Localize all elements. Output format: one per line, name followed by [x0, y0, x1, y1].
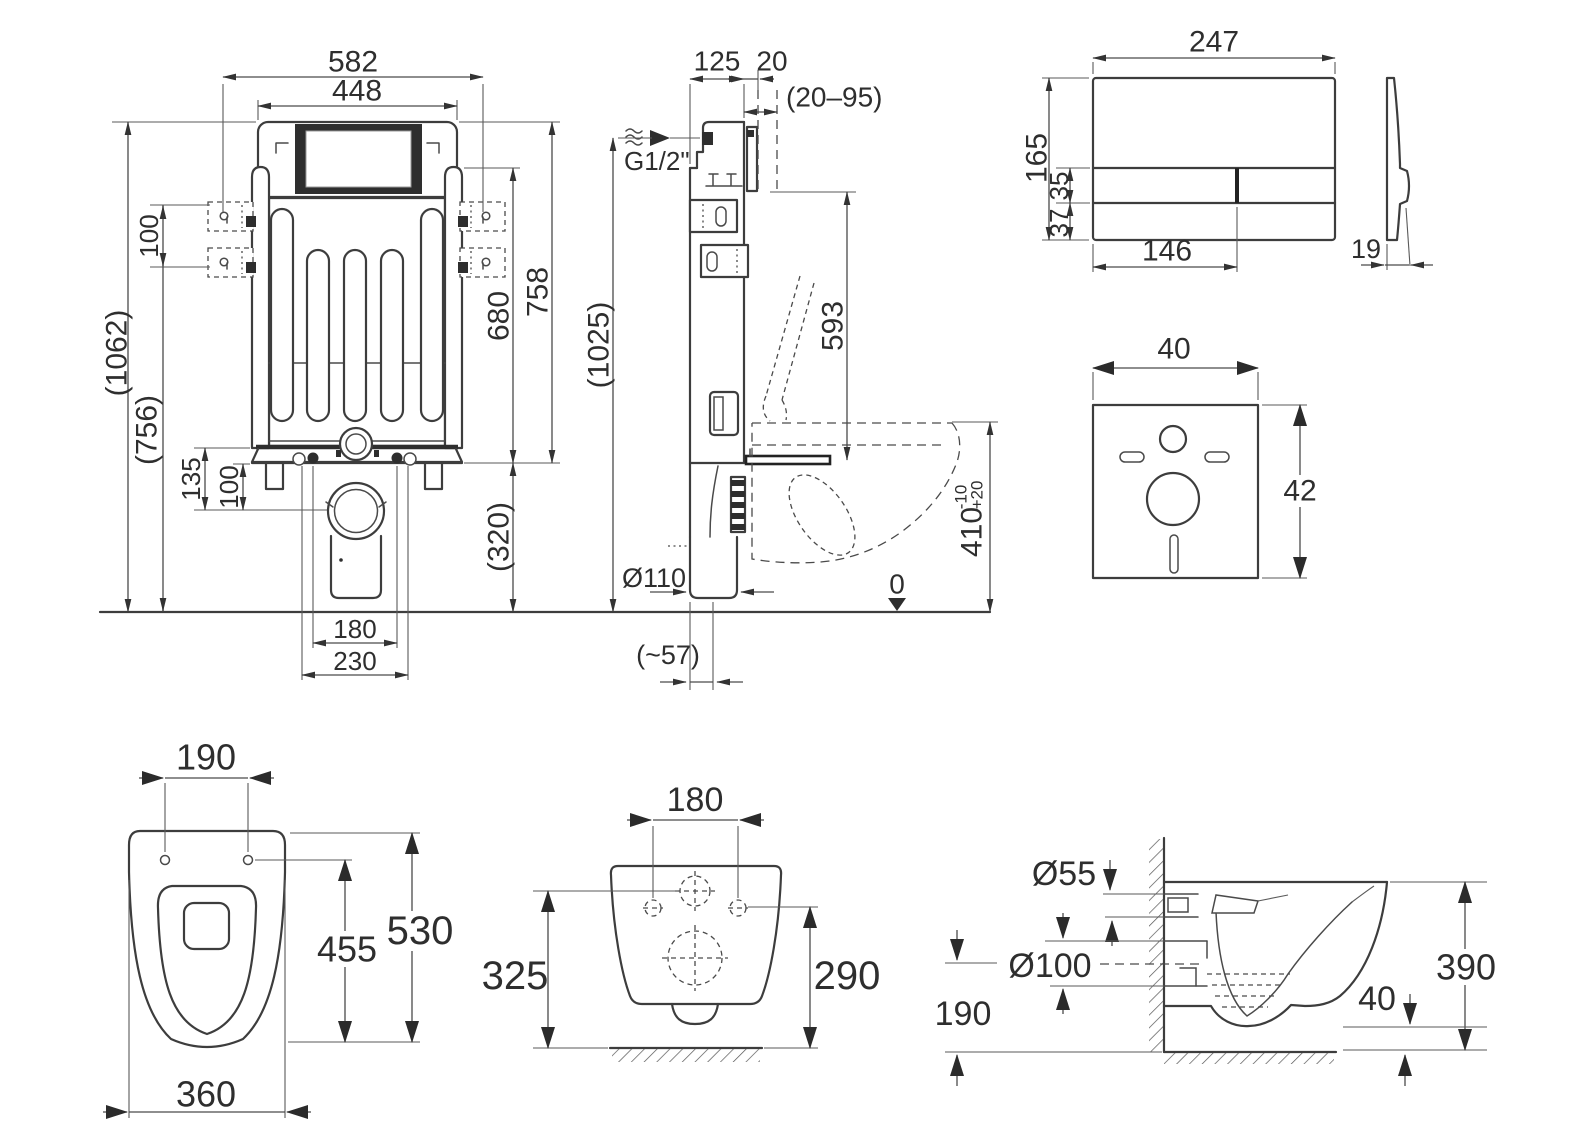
sound-pad-view: 40 42: [1091, 333, 1323, 580]
wc-shell-outline: [1162, 880, 1389, 1028]
drain-elbow: [326, 481, 386, 541]
dim-plate-height: 165: [1021, 133, 1054, 183]
rail-left: [250, 165, 271, 450]
dim-drain-offset: (~57): [636, 640, 700, 670]
wc-side-dimensions: Ø55 Ø100 190 390 40: [935, 855, 1496, 1086]
wc-support-shelf: [744, 454, 832, 466]
drain-hole-dashed: [667, 930, 723, 986]
wall-hatch: [1149, 839, 1164, 1052]
label-floor-zero: 0: [889, 569, 905, 600]
dim-frame-depth: 125: [694, 46, 741, 77]
rail-right: [443, 165, 464, 450]
frame-front-dimensions: 582 448 (1062) 100 (756) 135 100 680 758…: [101, 46, 560, 680]
dim-plate-depth: 19: [1351, 234, 1381, 264]
dim-tank-height: 758: [522, 267, 555, 317]
dim-bowl-width: 360: [176, 1074, 236, 1115]
bowl-inner-rim: [156, 884, 258, 1036]
flush-nozzle: [1211, 894, 1259, 914]
dim-drain-diameter: Ø110: [622, 563, 686, 593]
dim-seat-height: 593: [817, 301, 850, 351]
dim-rim-height-wc: 390: [1436, 947, 1496, 988]
frame-side-dimensions: 125 20 (20–95) G1/2" (1025) 593 410 +20 …: [583, 46, 998, 690]
dim-flush-pipe-diameter: Ø55: [1032, 855, 1096, 893]
inlet-valve: [702, 132, 713, 145]
dim-tank-width: 448: [332, 75, 382, 108]
bolt-right: [391, 452, 403, 464]
dim-pad-height: 42: [1283, 475, 1316, 508]
wc-side-view: Ø55 Ø100 190 390 40: [935, 836, 1496, 1086]
flush-plate-profile: [1385, 76, 1411, 242]
front-plate: [745, 125, 759, 193]
dim-plate-width: 247: [1189, 26, 1239, 59]
floor-zero-marker-icon: [888, 598, 906, 611]
wall-brackets: [207, 201, 506, 278]
dim-fixing-height: 290: [814, 954, 881, 998]
wc-rear-dimensions: 180 325 290: [482, 781, 881, 1049]
flush-plate-view: 247 165 35 37 146 19: [1021, 26, 1433, 272]
dim-hole-gap: 190: [176, 737, 236, 778]
clip-right-icon: [426, 142, 440, 154]
dim-135: 135: [176, 457, 206, 500]
seat-hole-right: [242, 854, 254, 866]
bolt-left: [307, 452, 319, 464]
wc-silhouette-dashed: [751, 275, 961, 564]
dim-floor-height: (320): [483, 502, 516, 572]
flush-opening: [182, 901, 231, 951]
flush-pipe-stub: [1167, 897, 1189, 913]
dim-rim-height: 410: [956, 507, 989, 557]
label-inlet-thread: G1/2": [624, 146, 690, 176]
dim-rim-tol-minus: -10: [952, 485, 971, 510]
frame-front-view: 582 448 (1062) 100 (756) 135 100 680 758…: [101, 46, 560, 680]
drain-bottle: [329, 534, 383, 600]
flush-pipe-connection: [338, 426, 374, 462]
wc-rear-outline: [609, 864, 783, 1006]
dim-total-length: 530: [387, 909, 454, 953]
frame-side-view: 125 20 (20–95) G1/2" (1025) 593 410 +20 …: [583, 46, 998, 690]
dim-clearance: 40: [1358, 980, 1396, 1018]
wc-bowl-outline: [127, 829, 287, 1049]
dim-drain-height: 190: [935, 995, 992, 1033]
drain-pipe-stub: [1179, 967, 1197, 987]
dim-side-total-height: (1025): [583, 302, 616, 389]
flush-plate-dimensions: 247 165 35 37 146: [1021, 26, 1336, 272]
water-supply-icon: [625, 128, 643, 146]
wc-top-dimensions: 190 455 530 360: [103, 737, 453, 1119]
dim-rail-height: 680: [483, 291, 516, 341]
bowl-inner-line: [1215, 901, 1353, 1017]
dim-100-bottom: 100: [214, 465, 244, 508]
dim-bottom-height: 37: [1044, 209, 1074, 238]
dim-bracket-height: (756): [131, 395, 164, 465]
dim-bracket-gap: 100: [134, 214, 164, 257]
drain-bottle-side: [688, 535, 739, 600]
water-inlet-arrow-icon: [650, 130, 670, 146]
floor-hatch: [612, 1049, 760, 1062]
seat-hole-left: [159, 854, 171, 866]
dim-button-width: 146: [1142, 235, 1192, 268]
dim-plate-offset: 20: [756, 46, 787, 77]
wc-top-view: 190 455 530 360: [103, 737, 453, 1119]
dim-drain-pipe-diameter: Ø100: [1008, 947, 1091, 985]
dim-pad-width: 40: [1157, 333, 1190, 366]
drain-outlet-tab: [670, 1002, 720, 1026]
dim-bolt-spacing: 180: [333, 614, 376, 644]
dim-flush-height: 325: [482, 954, 549, 998]
dim-outer-bolt-spacing: 230: [333, 646, 376, 676]
dim-frame-width: 582: [328, 46, 378, 79]
dim-button-height: 35: [1044, 172, 1074, 201]
dim-bowl-length: 455: [317, 929, 377, 970]
dim-total-height: (1062): [101, 310, 134, 397]
wc-rear-view: 180 325 290: [482, 781, 881, 1062]
flush-plate: [1091, 76, 1337, 242]
dim-rear-hole-gap: 180: [667, 781, 724, 819]
dim-rim-tol-plus: +20: [968, 481, 987, 510]
dim-wall-range: (20–95): [786, 82, 883, 113]
sound-pad: [1091, 403, 1260, 580]
access-window: [305, 130, 412, 188]
clip-left-icon: [275, 142, 289, 154]
floor-hatch-side: [1164, 1053, 1334, 1064]
